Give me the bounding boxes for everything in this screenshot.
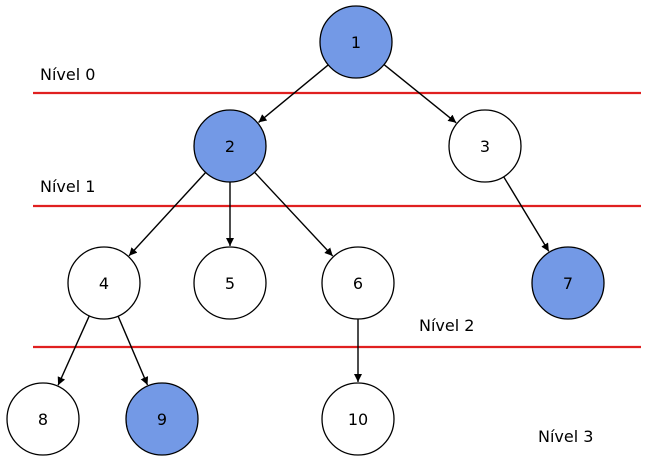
edge-n1-n3-arrow	[383, 64, 457, 124]
node-circle-3	[448, 109, 522, 183]
tree-node-8: 8	[6, 382, 80, 456]
level-label-0: Nível 0	[40, 65, 95, 84]
node-label-3: 3	[480, 137, 490, 156]
node-circle-10	[321, 382, 395, 456]
node-circle-4	[67, 246, 141, 320]
node-label-9: 9	[157, 410, 167, 429]
tree-nodes: 1 2 3 4 5 6 7 8 9 10	[6, 5, 605, 456]
node-circle-7	[531, 246, 605, 320]
tree-node-1: 1	[319, 5, 393, 79]
edge-n2-n6-arrow	[254, 171, 334, 257]
node-label-2: 2	[225, 137, 235, 156]
edge-n4-n9-arrow	[117, 315, 149, 386]
edge-n2-n4-arrow	[128, 172, 207, 257]
node-label-8: 8	[38, 410, 48, 429]
node-label-5: 5	[225, 274, 235, 293]
node-circle-9	[125, 382, 199, 456]
tree-node-9: 9	[125, 382, 199, 456]
node-circle-6	[321, 246, 395, 320]
node-circle-1	[319, 5, 393, 79]
node-circle-5	[193, 246, 267, 320]
node-label-10: 10	[348, 410, 368, 429]
node-label-6: 6	[353, 274, 363, 293]
tree-node-4: 4	[67, 246, 141, 320]
node-label-1: 1	[351, 33, 361, 52]
tree-node-7: 7	[531, 246, 605, 320]
level-labels: Nível 0 Nível 1 Nível 2 Nível 3	[40, 65, 593, 446]
level-label-2: Nível 2	[419, 316, 474, 335]
level-dividers	[33, 91, 641, 349]
node-label-7: 7	[563, 274, 573, 293]
edge-n1-n2-arrow	[258, 64, 329, 123]
tree-node-3: 3	[448, 109, 522, 183]
tree-node-10: 10	[321, 382, 395, 456]
node-label-4: 4	[99, 274, 109, 293]
level-label-3: Nível 3	[538, 427, 593, 446]
tree-node-5: 5	[193, 246, 267, 320]
tree-node-2: 2	[193, 109, 267, 183]
tree-node-6: 6	[321, 246, 395, 320]
node-circle-8	[6, 382, 80, 456]
tree-edges	[57, 64, 550, 386]
edge-n4-n8-arrow	[57, 315, 90, 386]
level-label-1: Nível 1	[40, 177, 95, 196]
edge-n3-n7-arrow	[503, 176, 550, 252]
node-circle-2	[193, 109, 267, 183]
